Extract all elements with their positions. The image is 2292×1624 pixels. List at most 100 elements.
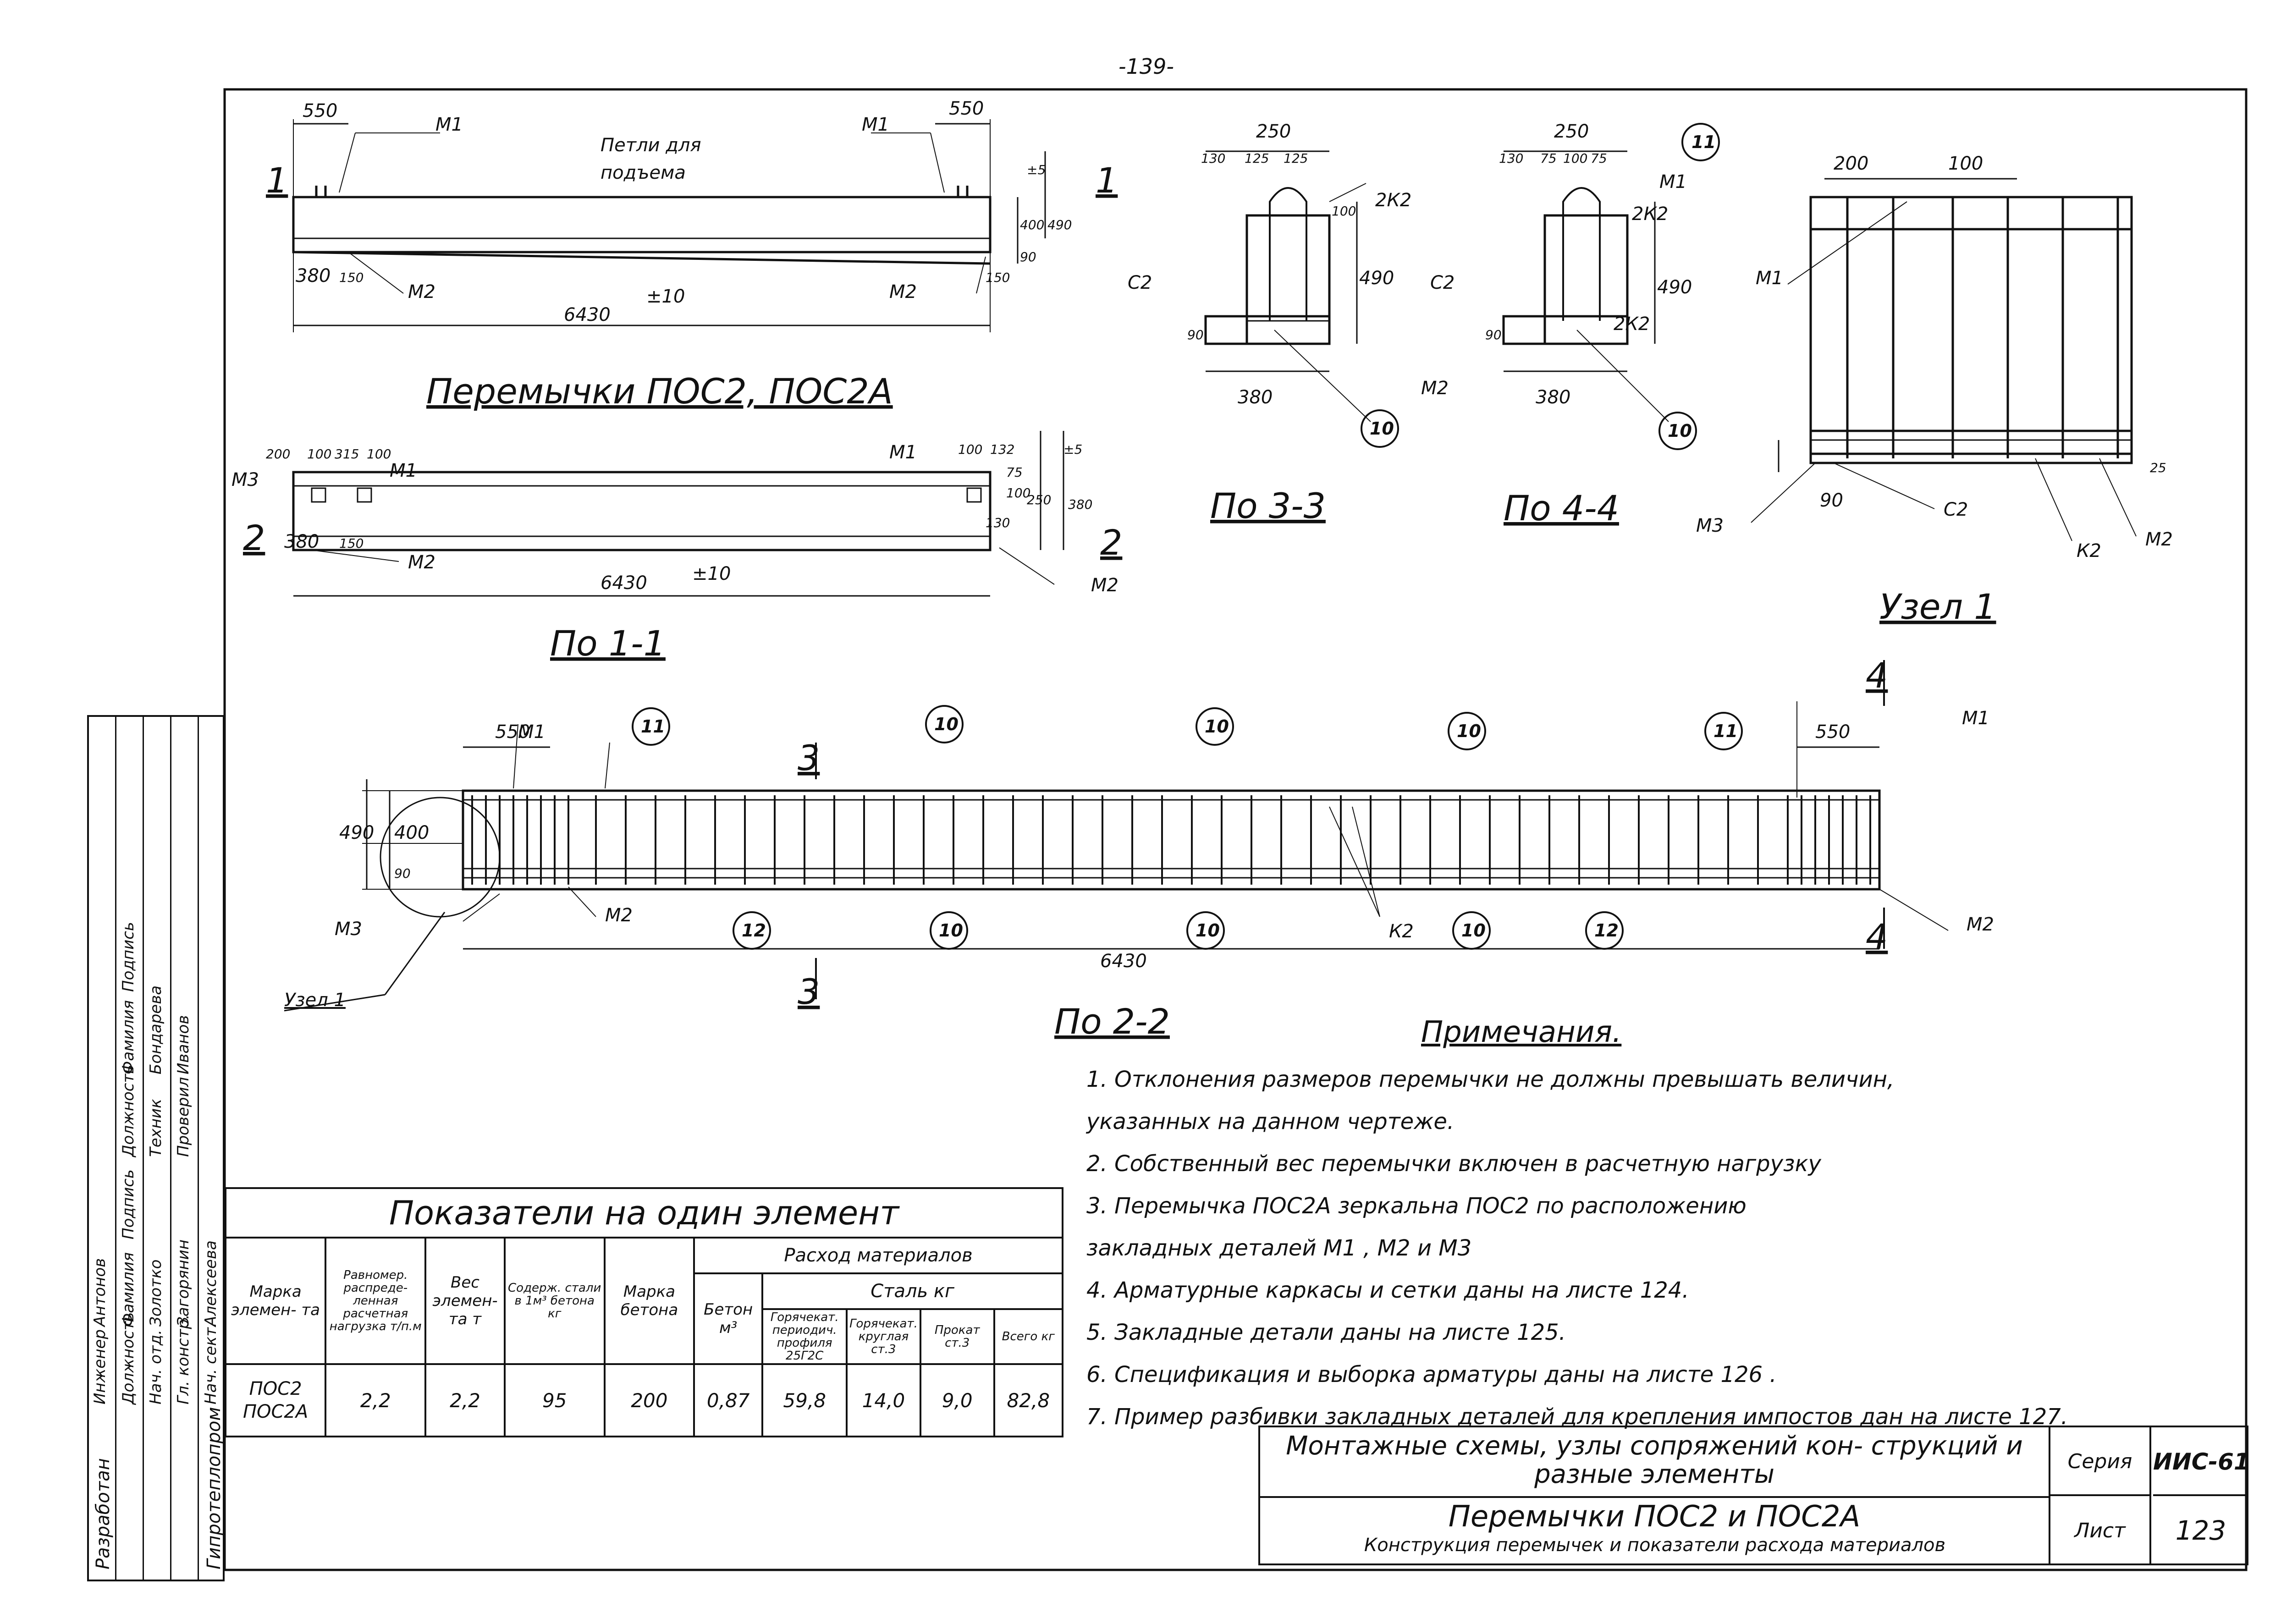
col-mark: Марка элемен- та: [224, 1237, 327, 1365]
col-concrete-mark: Марка бетона: [603, 1237, 695, 1365]
section-4-4-drawing: [1502, 150, 1669, 422]
m1-label: М1: [889, 442, 917, 463]
signature-header: Фамилия: [119, 1252, 138, 1327]
m2-label: М2: [1091, 575, 1118, 596]
dim-label: 380: [1068, 497, 1092, 512]
m1-label: М1: [435, 114, 463, 135]
dim-label: 75: [1591, 151, 1607, 166]
dim-label: 490: [1657, 277, 1692, 298]
dim-label: 125: [1284, 151, 1308, 166]
callout-number: 10: [934, 714, 959, 734]
dim-label: 315: [335, 446, 359, 462]
tolerance-label: ±5: [1027, 162, 1046, 177]
length-label: 6430: [1100, 951, 1147, 972]
dim-label: 400: [1020, 217, 1044, 232]
series-value: ИИС-61: [2153, 1427, 2250, 1496]
dim-label: 550: [949, 98, 984, 119]
signature-column: [89, 717, 116, 1580]
sheet-frame: [223, 88, 2248, 1571]
signature-header: Должность: [119, 1064, 138, 1157]
callout-number: 10: [1461, 920, 1486, 941]
col-steel: Сталь кг: [761, 1272, 1063, 1310]
signature-entry: Золотко: [147, 1259, 165, 1327]
table-cell: 14,0: [846, 1363, 921, 1437]
c2-label: С2: [1430, 272, 1455, 293]
dim-label: 90: [394, 866, 411, 881]
c2-label: С2: [1944, 499, 1968, 520]
title-block-row: Монтажные схемы, узлы сопряжений кон- ст…: [1260, 1427, 2050, 1498]
note-item: 1. Отклонения размеров перемычки не долж…: [1086, 1067, 1895, 1092]
signature-entry: Иванов: [174, 1015, 193, 1074]
notes-list: 1. Отклонения размеров перемычки не долж…: [1086, 1058, 2255, 1438]
m1-label: М1: [1962, 708, 1989, 729]
section-3-3-drawing: [1204, 150, 1371, 422]
notes-section: Примечания. 1. Отклонения размеров перем…: [1086, 1015, 2255, 1438]
dim-label: 250: [1027, 492, 1051, 507]
dim-label: 100: [1563, 151, 1587, 166]
signature-header: Подпись: [119, 922, 138, 992]
dim-label: 90: [1187, 327, 1204, 342]
dim-label: 150: [986, 270, 1010, 285]
section-4-4-label: По 4-4: [1504, 488, 1619, 528]
dim-label: 380: [296, 265, 331, 286]
m2-label: М2: [408, 552, 435, 573]
dim-label: 100: [1332, 204, 1356, 219]
col-steel-total: Всего кг: [993, 1308, 1064, 1365]
signature-entry: Техник: [147, 1099, 165, 1157]
dim-label: 490: [339, 822, 374, 843]
col-steel-c: Прокат ст.3: [919, 1308, 995, 1365]
note-item: 6. Спецификация и выборка арматуры даны …: [1086, 1362, 1777, 1387]
dim-label: 250: [1554, 121, 1589, 142]
mark-1: ПОС2: [249, 1378, 302, 1399]
section-1-1-label: По 1-1: [550, 623, 666, 664]
callout-number: 10: [1457, 721, 1481, 741]
m2-label: М2: [1421, 378, 1449, 399]
m1-label: М1: [518, 721, 545, 743]
signature-strip: Разработан Гипротеплопром Должность Фами…: [87, 715, 225, 1581]
note-item: 4. Арматурные каркасы и сетки даны на ли…: [1086, 1277, 1689, 1303]
dim-label: 75: [1540, 151, 1557, 166]
dim-label: 380: [1536, 387, 1570, 408]
dim-label: 150: [339, 270, 364, 285]
indicators-grid: Марка элемен- та Равномер. распреде- лен…: [224, 1237, 1064, 1437]
note-item: указанных на данном чертеже.: [1086, 1109, 1455, 1134]
m1-label: М1: [390, 460, 417, 481]
drawing-subtitle: Конструкция перемычек и показатели расхо…: [1364, 1535, 1946, 1556]
length-label: 6430: [601, 573, 647, 594]
table-cell: 0,87: [693, 1363, 764, 1437]
k2-label: 2К2: [1614, 314, 1650, 335]
callout-number: 12: [742, 920, 766, 941]
note-item: закладных деталей М1 , М2 и М3: [1086, 1235, 1472, 1261]
m2-label: М2: [1967, 914, 1994, 935]
table-cell: ПОС2 ПОС2А: [224, 1363, 327, 1437]
table-cell: 2,2: [424, 1363, 506, 1437]
table-cell: 9,0: [919, 1363, 995, 1437]
dim-label: 550: [303, 100, 337, 121]
signature-entry: Загорянин: [174, 1239, 193, 1327]
m1-label: М1: [1756, 268, 1783, 289]
beam-plan-drawing: [292, 431, 1064, 597]
callout-number: 10: [1205, 716, 1229, 737]
m3-label: М3: [1696, 515, 1724, 536]
dim-label: 25: [2150, 460, 2166, 475]
signature-entry: Антонов: [91, 1258, 109, 1327]
c2-label: С2: [1128, 272, 1152, 293]
mark-2: ПОС2А: [242, 1401, 309, 1422]
dim-label: 380: [1238, 387, 1273, 408]
col-load: Равномер. распреде- ленная расчетная наг…: [325, 1237, 427, 1365]
signature-column: [116, 717, 144, 1580]
k2-label: К2: [1389, 921, 1414, 942]
cut-marker: 2: [1100, 522, 1122, 563]
m1-label: М1: [1659, 171, 1687, 193]
callout-number: 11: [641, 716, 665, 737]
signature-column: [171, 717, 199, 1580]
m2-label: М2: [2145, 529, 2173, 550]
main-title: Перемычки ПОС2, ПОС2А: [426, 371, 893, 412]
dim-label: 100: [367, 446, 391, 462]
node-1-drawing: [1751, 178, 2137, 541]
dim-label: 400: [394, 822, 429, 843]
cut-marker: 3: [798, 738, 820, 778]
dim-label: 130: [1201, 151, 1225, 166]
signature-entry: Гл. констр.: [174, 1314, 193, 1404]
